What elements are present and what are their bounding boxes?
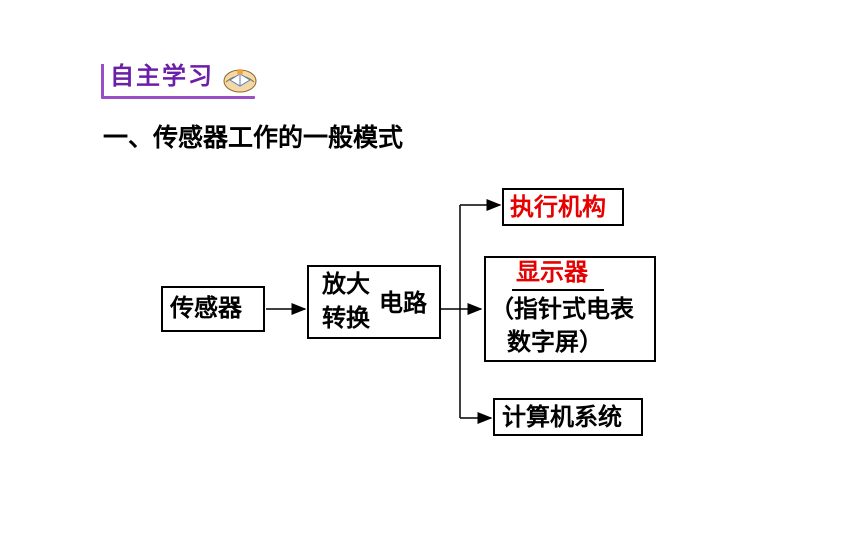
book-icon bbox=[223, 69, 257, 93]
sensor-box bbox=[161, 286, 265, 332]
actuator-label: 执行机构 bbox=[510, 193, 606, 221]
display-title: 显示器 bbox=[516, 258, 588, 286]
display-line2: 数字屏） bbox=[507, 328, 603, 356]
computer-label: 计算机系统 bbox=[502, 403, 622, 431]
actuator-box bbox=[502, 188, 624, 226]
section-banner-title: 自主学习 bbox=[110, 62, 214, 90]
computer-box bbox=[493, 398, 643, 436]
display-line1: （指针式电表 bbox=[490, 295, 634, 323]
sensor-label: 传感器 bbox=[170, 294, 242, 322]
header-underline bbox=[101, 96, 255, 99]
circuit-label-line2: 转换 bbox=[322, 304, 370, 332]
page-title: 一、传感器工作的一般模式 bbox=[103, 123, 404, 152]
display-title-underline bbox=[512, 289, 604, 291]
header-accent-bar bbox=[101, 64, 104, 98]
circuit-label-line1: 放大 bbox=[322, 270, 370, 298]
circuit-label-side: 电路 bbox=[379, 289, 427, 317]
circuit-box bbox=[307, 265, 441, 339]
display-box bbox=[484, 256, 656, 362]
